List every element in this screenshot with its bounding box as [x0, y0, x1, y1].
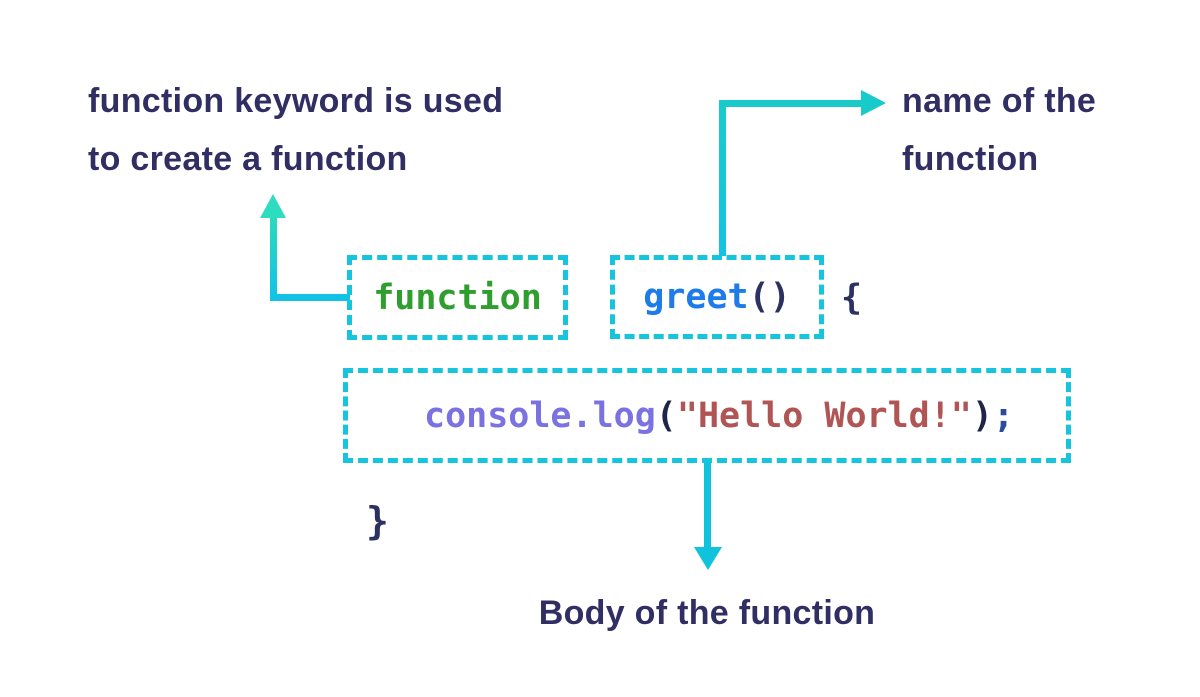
code-body-statement: console.log("Hello World!"); [424, 396, 1014, 436]
body-arrow-down-head-icon [694, 547, 722, 570]
function-name-box: greet() [610, 255, 824, 339]
name-annotation: name of the function [902, 72, 1096, 188]
code-semicolon: ; [992, 395, 1015, 436]
name-arrow-right-head-icon [861, 90, 886, 116]
code-console-log: console.log [424, 395, 656, 436]
code-string-literal: "Hello World!" [676, 395, 972, 436]
body-arrow-vertical-line [704, 463, 711, 548]
body-annotation-text: Body of the function [538, 594, 876, 632]
name-annotation-line2: function [902, 140, 1039, 178]
keyword-annotation-line1: function keyword is used [88, 82, 504, 120]
code-close-paren: ) [971, 395, 993, 436]
body-annotation: Body of the function [507, 584, 907, 642]
keyword-arrow-up-head-icon [260, 194, 286, 218]
keyword-annotation: function keyword is used to create a fun… [88, 72, 503, 188]
name-arrow-vertical-line [719, 100, 726, 256]
keyword-annotation-line2: to create a function [88, 140, 408, 178]
code-parens: () [748, 277, 791, 317]
code-function-name-group: greet() [643, 277, 791, 317]
code-open-brace: { [841, 277, 863, 318]
keyword-arrow-vertical-line [270, 217, 277, 301]
name-annotation-line1: name of the [902, 82, 1097, 120]
function-body-box: console.log("Hello World!"); [343, 368, 1071, 463]
code-function-keyword: function [373, 277, 542, 318]
code-open-paren: ( [655, 395, 677, 436]
code-close-brace: } [366, 499, 389, 543]
keyword-arrow-horizontal-line [270, 294, 350, 301]
code-function-name: greet [643, 277, 749, 317]
function-keyword-box: function [347, 255, 568, 340]
name-arrow-horizontal-line [719, 100, 862, 107]
